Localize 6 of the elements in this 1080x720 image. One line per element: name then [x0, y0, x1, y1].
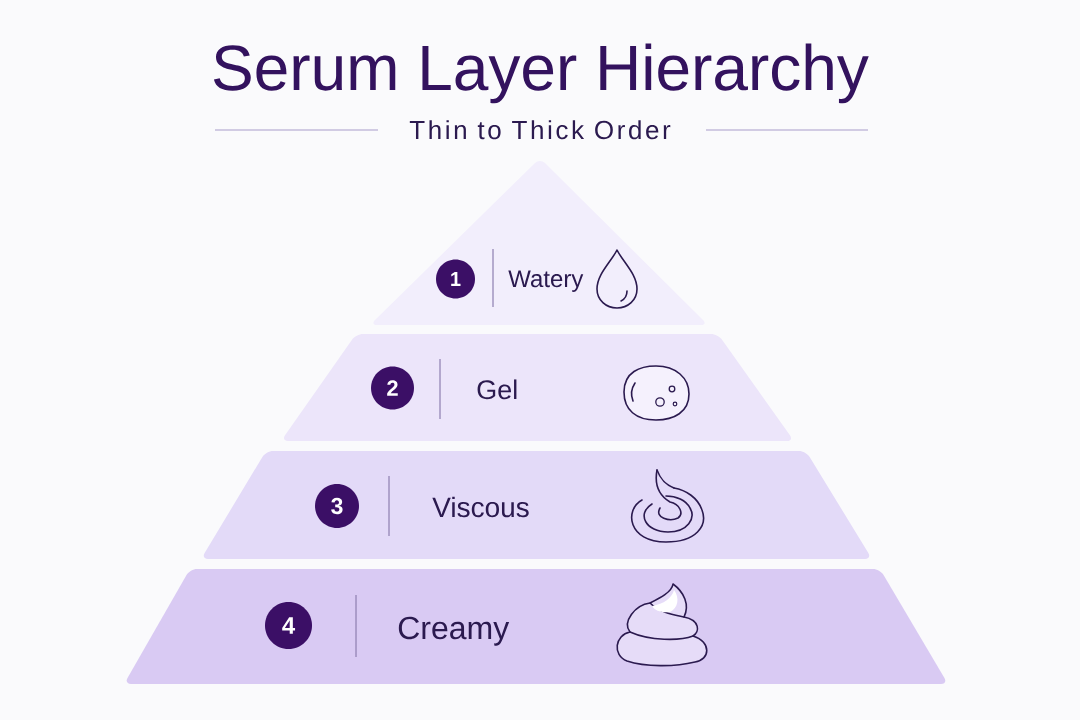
- number-badge: 1: [436, 259, 475, 299]
- number-badge: 3: [315, 484, 359, 528]
- number-badge: 2: [371, 366, 414, 410]
- subtitle: Thin to Thick Order: [409, 120, 671, 140]
- title: Serum Layer Hierarchy: [213, 43, 869, 104]
- number-badge: 4: [265, 602, 312, 649]
